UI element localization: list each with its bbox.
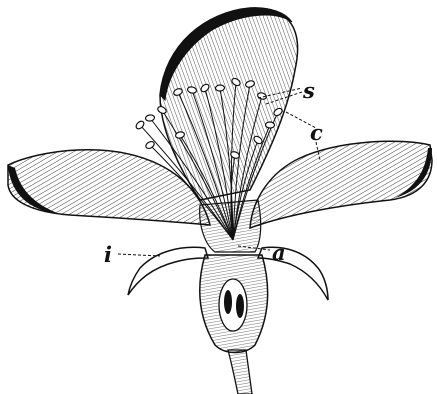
anther: [265, 122, 274, 128]
anther: [145, 114, 155, 121]
label-i: i: [104, 244, 112, 265]
flower-stalk: [228, 350, 252, 394]
right-petal: [250, 141, 432, 228]
anther: [215, 85, 224, 91]
label-c: c: [310, 122, 323, 143]
label-a: a: [272, 242, 286, 263]
ovary: [200, 255, 268, 353]
label-s: s: [303, 80, 315, 101]
leader-i: [118, 254, 160, 256]
